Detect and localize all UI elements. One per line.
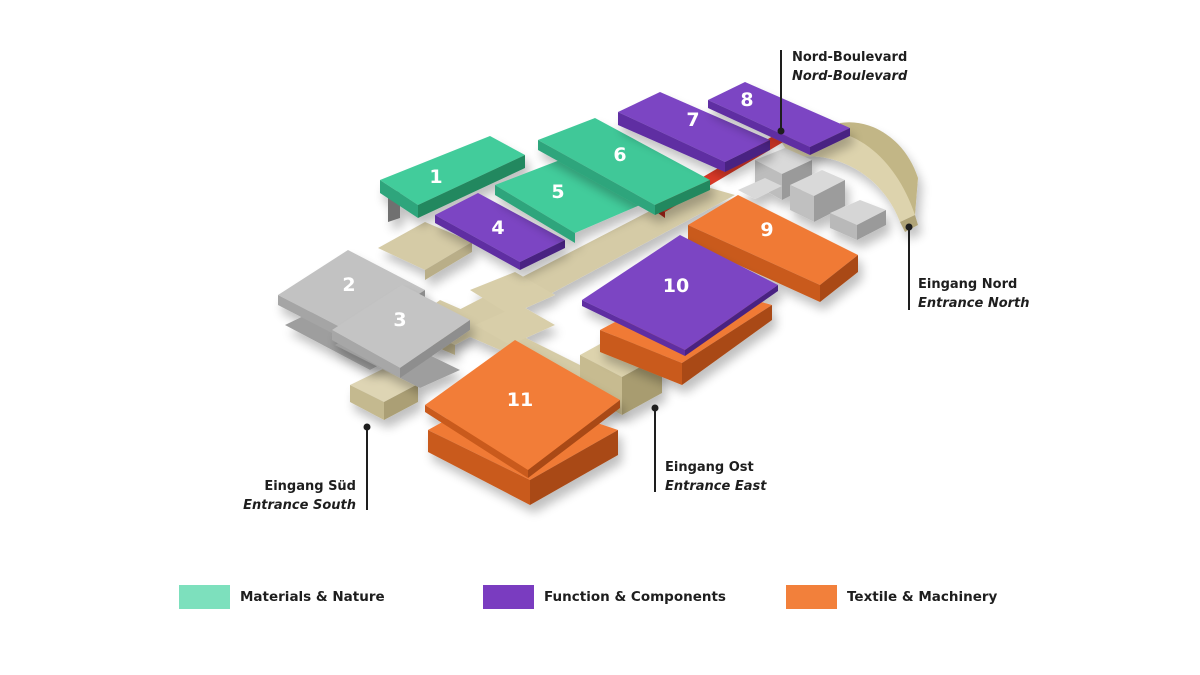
label-entrance-north-en: Entrance North (918, 296, 1030, 311)
hall-number-9: 9 (760, 219, 773, 241)
hall-number-5: 5 (551, 181, 564, 203)
label-entrance-east: Eingang Ost Entrance East (665, 458, 766, 496)
callout-lines (366, 50, 910, 510)
north-entrance-marker (905, 223, 913, 231)
label-nord-boulevard-en: Nord-Boulevard (792, 69, 908, 84)
hall-number-1: 1 (429, 166, 442, 188)
hall-number-2: 2 (342, 274, 355, 296)
south-entrance-marker (363, 423, 371, 431)
legend-label-materials: Materials & Nature (240, 589, 385, 605)
hall-number-4: 4 (491, 217, 504, 239)
legend-item-materials: Materials & Nature (179, 585, 385, 609)
hall-number-8: 8 (740, 89, 753, 111)
hall-7[interactable]: 7 (618, 92, 770, 172)
label-entrance-south-en: Entrance South (243, 498, 356, 513)
hall-11[interactable]: 11 (425, 340, 620, 505)
legend-item-function: Function & Components (483, 585, 726, 609)
hall-10[interactable]: 10 (582, 235, 778, 385)
hall-number-7: 7 (686, 109, 699, 131)
legend-label-function: Function & Components (544, 589, 726, 605)
hall-number-11: 11 (507, 389, 533, 411)
boulevard-marker (777, 127, 785, 135)
hall-8[interactable]: 8 (708, 82, 850, 155)
label-entrance-east-de: Eingang Ost (665, 460, 754, 475)
legend-swatch-function (483, 585, 534, 609)
legend-item-textile: Textile & Machinery (786, 585, 997, 609)
legend-label-textile: Textile & Machinery (847, 589, 998, 605)
label-entrance-north: Eingang Nord Entrance North (918, 275, 1030, 313)
hall-9[interactable]: 9 (688, 195, 858, 302)
label-entrance-east-en: Entrance East (665, 479, 767, 494)
hall-number-6: 6 (613, 144, 626, 166)
label-nord-boulevard-de: Nord-Boulevard (792, 50, 908, 65)
label-nord-boulevard: Nord-Boulevard Nord-Boulevard (792, 48, 907, 86)
hall-number-10: 10 (663, 275, 689, 297)
east-entrance-marker (651, 404, 659, 412)
legend-swatch-materials (179, 585, 230, 609)
hall-1[interactable]: 1 (380, 136, 525, 222)
label-entrance-south-de: Eingang Süd (264, 479, 356, 494)
hall-number-3: 3 (393, 309, 406, 331)
hall-6[interactable]: 6 (538, 118, 710, 215)
legend-swatch-textile (786, 585, 837, 609)
service-buildings (738, 148, 886, 240)
hall-3[interactable]: 3 (332, 285, 470, 388)
callout-dots (363, 127, 913, 431)
hall-4[interactable]: 4 (435, 193, 565, 270)
label-entrance-north-de: Eingang Nord (918, 277, 1018, 292)
hall-5[interactable]: 5 (495, 160, 640, 243)
label-entrance-south: Eingang Süd Entrance South (236, 477, 356, 515)
